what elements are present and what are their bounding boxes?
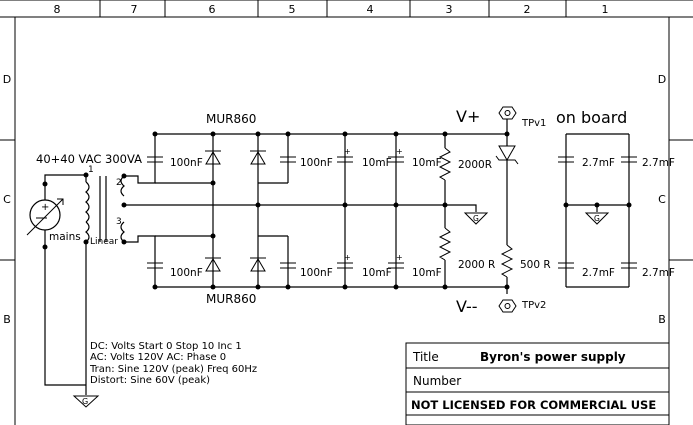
col-label-2: 2 <box>524 3 531 16</box>
pin3-label: 3 <box>116 217 122 227</box>
gnd-label-center: G <box>473 214 479 223</box>
c-top-mid-label: 100nF <box>300 157 333 169</box>
row-label-b-left: B <box>3 313 11 326</box>
svg-text:+: + <box>396 147 403 156</box>
row-label-c-left: C <box>3 193 11 206</box>
onboard-label: on board <box>556 108 627 127</box>
mains-label: mains <box>49 231 81 243</box>
simulation-parameters: DC: Volts Start 0 Stop 10 Inc 1 AC: Volt… <box>89 341 257 386</box>
col-label-5: 5 <box>289 3 296 16</box>
col-label-4: 4 <box>367 3 374 16</box>
tpv2-label: TPv2 <box>521 300 546 311</box>
electrolytic-cap-bottom-1: + <box>337 253 353 269</box>
svg-text:+: + <box>344 253 351 262</box>
capacitor-bottom-left <box>147 262 163 269</box>
ground-center: G <box>445 204 489 225</box>
electrolytic-cap-top-2: + <box>388 134 404 287</box>
title-label: Title <box>412 350 439 364</box>
capacitor-bottom-mid <box>258 235 296 287</box>
diode-bottom-left <box>205 257 221 272</box>
c-top-e1-label: 10mF <box>362 157 392 169</box>
license-notice: NOT LICENSED FOR COMMERCIAL USE <box>411 398 656 412</box>
svg-text:+: + <box>344 147 351 156</box>
mur-top-label: MUR860 <box>206 112 256 126</box>
r-bot-label: 2000 R <box>458 259 495 271</box>
col-label-8: 8 <box>54 3 61 16</box>
title-block: Title Byron's power supply Number NOT LI… <box>405 342 670 425</box>
gnd-label-onboard: G <box>594 214 600 223</box>
zener-diode <box>495 134 519 294</box>
ac-source: + mains <box>26 198 81 243</box>
tpv1-label: TPv1 <box>521 118 546 129</box>
c27-2-label: 2.7mF <box>642 157 675 169</box>
source-rating-label: 40+40 VAC 300VA <box>36 152 142 166</box>
sim-tran: Tran: Sine 120V (peak) Freq 60Hz <box>89 364 257 375</box>
col-label-3: 3 <box>446 3 453 16</box>
c27-4-label: 2.7mF <box>642 267 675 279</box>
resistor-top <box>438 134 452 228</box>
source-wiring: G <box>42 172 100 408</box>
diode-bottom-right <box>250 257 266 272</box>
svg-text:+: + <box>41 202 49 213</box>
pin1-label: 1 <box>88 165 94 175</box>
sim-distort: Distort: Sine 60V (peak) <box>90 375 210 386</box>
row-label-d-right: D <box>658 73 666 86</box>
tp-v1: TPv1 <box>498 106 546 134</box>
c-top-e2-label: 10mF <box>412 157 442 169</box>
c-bot-left-label: 100nF <box>170 267 203 279</box>
onboard-caps: G <box>558 133 637 288</box>
row-label-b-right: B <box>658 313 666 326</box>
capacitor-top-left <box>147 156 163 163</box>
vminus-label: V-- <box>456 297 478 316</box>
col-label-7: 7 <box>131 3 138 16</box>
sim-ac: AC: Volts 120V AC: Phase 0 <box>90 352 226 363</box>
electrolytic-cap-bottom-2: + <box>388 253 404 269</box>
capacitor-top-mid <box>258 134 296 184</box>
r-500-label: 500 R <box>520 259 551 271</box>
r-top-label: 2000R <box>458 159 492 171</box>
vplus-label: V+ <box>456 107 480 126</box>
title-value: Byron's power supply <box>480 350 626 364</box>
c27-1-label: 2.7mF <box>582 157 615 169</box>
transformer: 1 2 3 Linear <box>85 165 125 247</box>
sim-dc: DC: Volts Start 0 Stop 10 Inc 1 <box>90 341 242 352</box>
linear-label: Linear <box>90 237 118 247</box>
pin2-label: 2 <box>116 178 122 188</box>
c-bot-mid-label: 100nF <box>300 267 333 279</box>
rails <box>152 131 448 290</box>
gnd-label-source: G <box>82 397 88 406</box>
tp-v2: TPv2 <box>498 299 546 313</box>
diode-top-left <box>205 150 221 165</box>
secondary-wiring <box>121 134 445 287</box>
row-label-c-right: C <box>658 193 666 206</box>
c-bot-e2-label: 10mF <box>412 267 442 279</box>
svg-text:+: + <box>396 253 403 262</box>
c-top-left-label: 100nF <box>170 157 203 169</box>
col-label-6: 6 <box>209 3 216 16</box>
c27-3-label: 2.7mF <box>582 267 615 279</box>
mur-bottom-label: MUR860 <box>206 292 256 306</box>
diode-top-right <box>250 150 266 165</box>
number-label: Number <box>413 374 461 388</box>
col-label-1: 1 <box>602 3 609 16</box>
c-bot-e1-label: 10mF <box>362 267 392 279</box>
row-label-d-left: D <box>3 73 11 86</box>
resistor-bottom <box>438 227 452 287</box>
electrolytic-cap-top-1: + <box>337 134 353 287</box>
